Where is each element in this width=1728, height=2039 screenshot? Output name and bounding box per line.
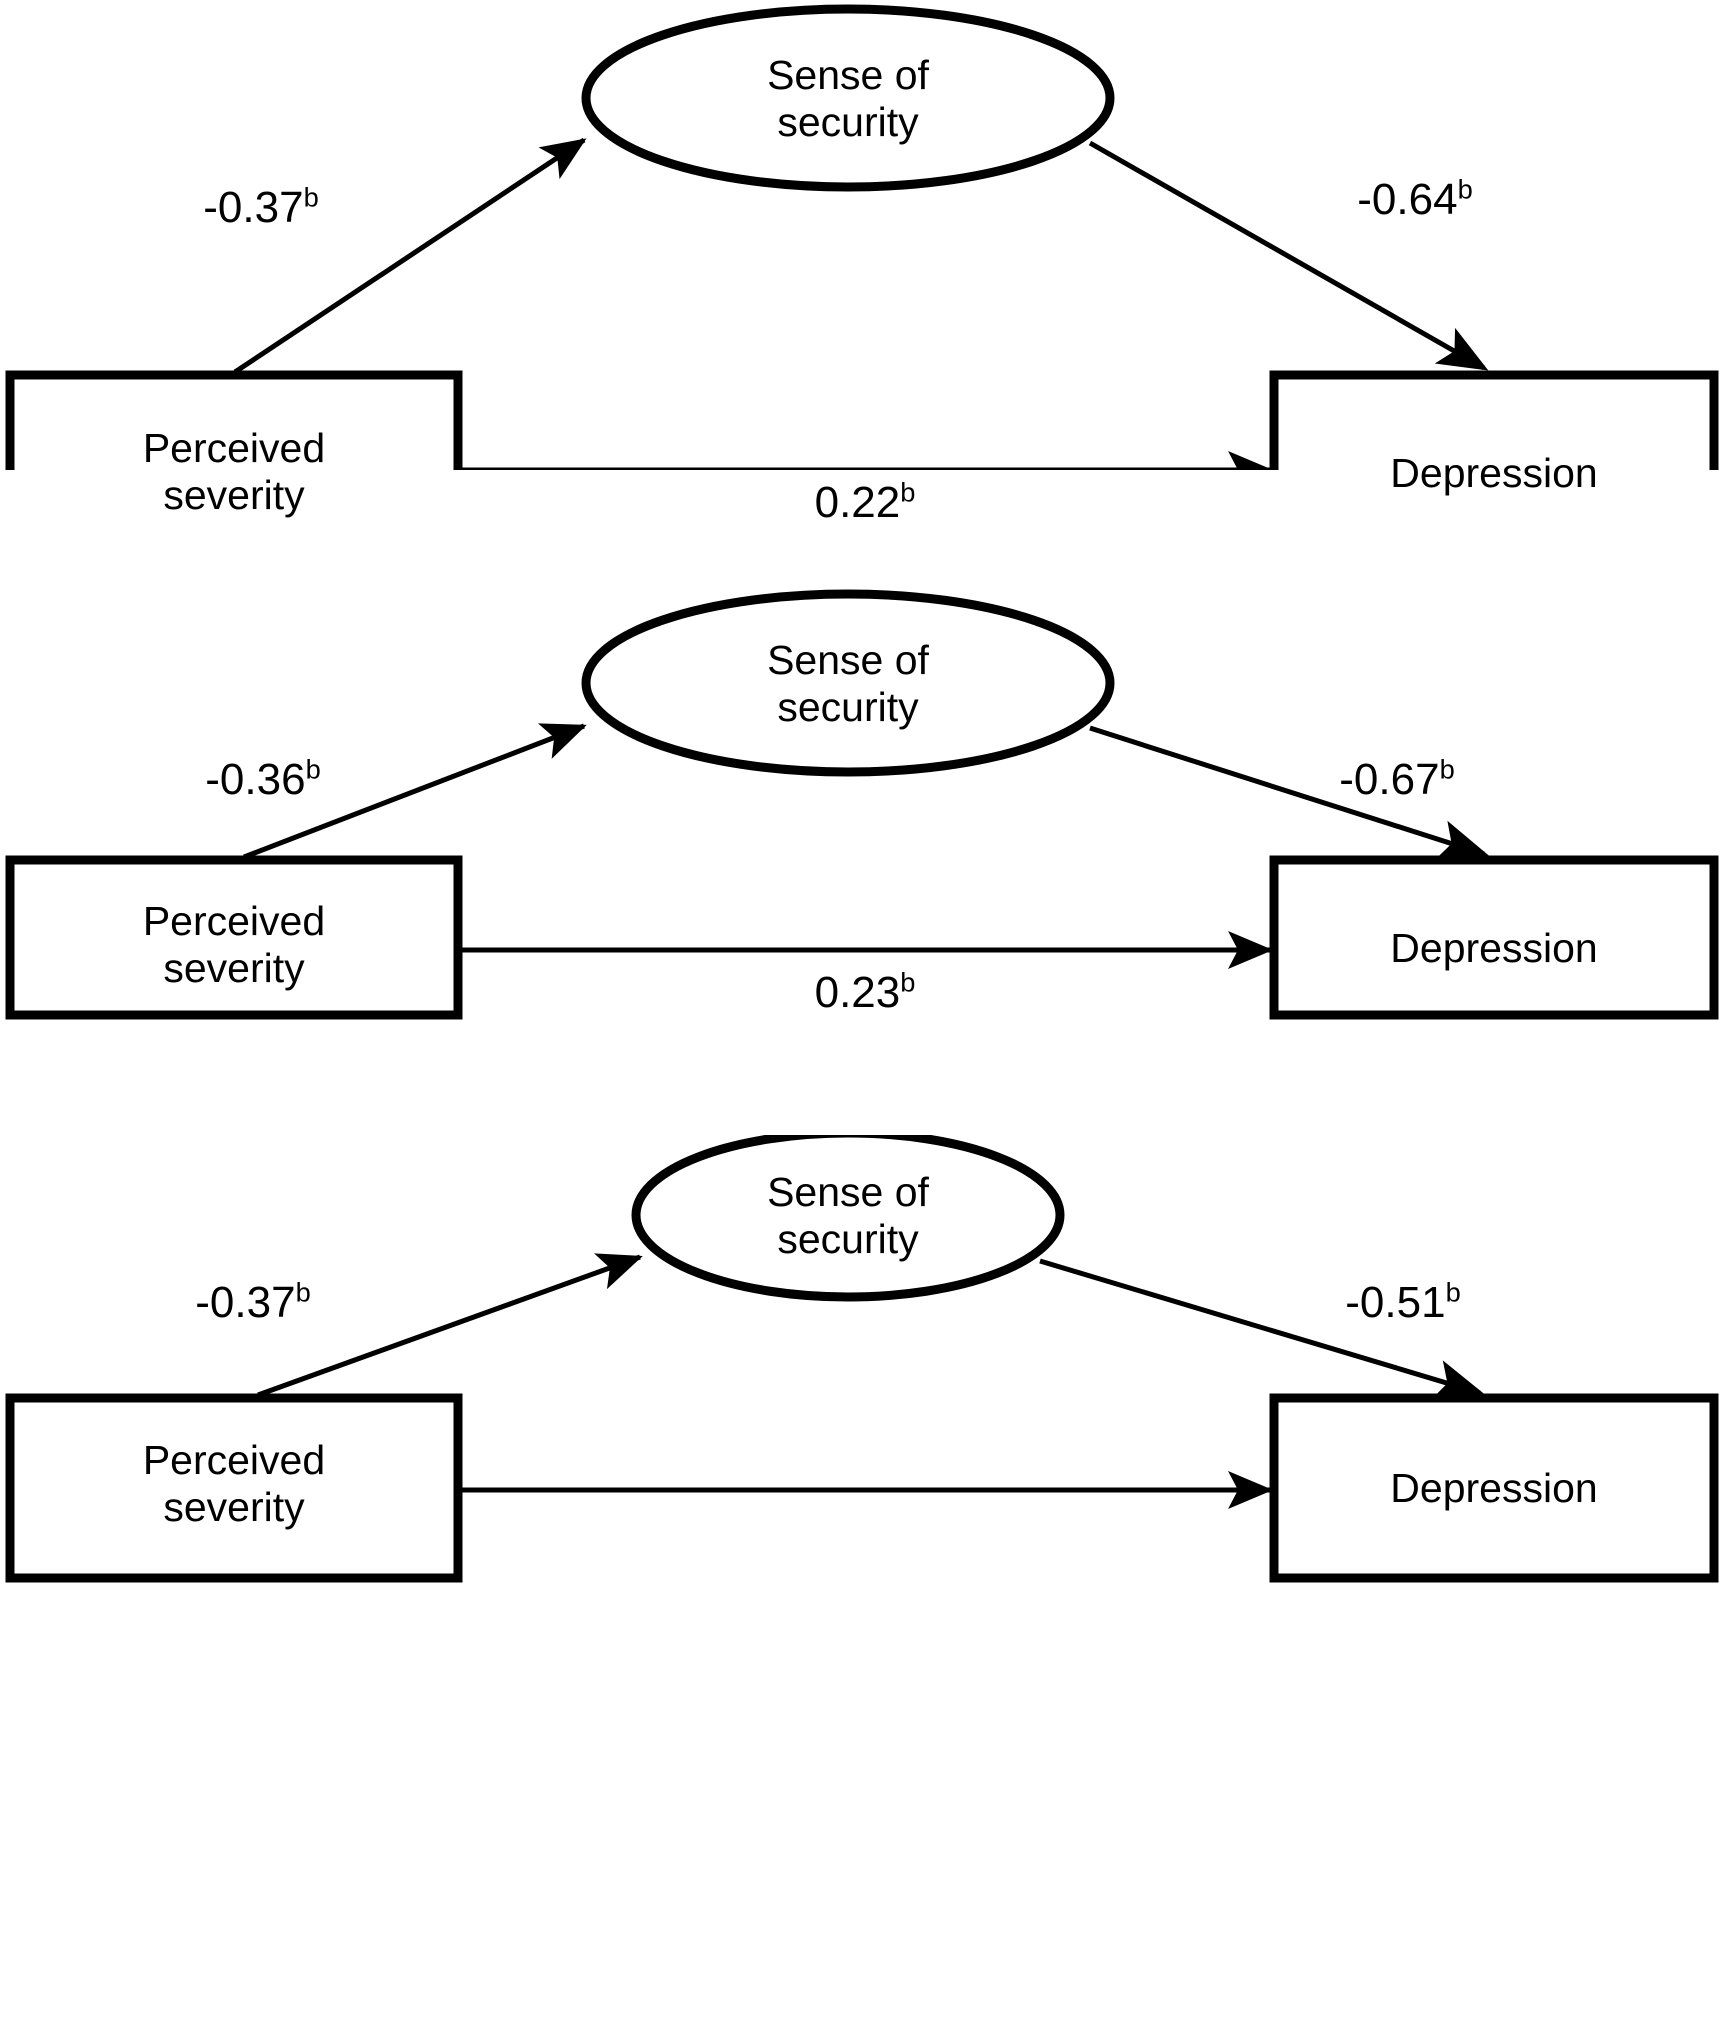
path-c-coefficient-value: 0.22 [814, 478, 901, 527]
path-c-coefficient: 0.22b [730, 478, 1000, 528]
node-predictor-shape [5, 370, 463, 470]
path-b-line [1089, 725, 1489, 860]
path-a-line [257, 1253, 643, 1398]
panel-1-graphics [5, 4, 1719, 470]
node-mediator-shape [581, 589, 1115, 777]
path-b-line [1039, 1258, 1485, 1400]
node-predictor-shape [5, 855, 463, 1020]
node-predictor-label-line2: severity [163, 471, 305, 518]
node-mediator-shape [631, 1135, 1065, 1302]
panel-2-graphics [5, 589, 1719, 1020]
node-outcome-shape [1269, 370, 1719, 470]
node-mediator-shape [581, 4, 1115, 192]
diagram-panel-1: Sense of security Perceived severity Dep… [0, 0, 1728, 527]
diagram-panel-3: Sense of security Perceived severity Dep… [0, 1135, 1728, 2039]
node-outcome-shape [1269, 855, 1719, 1020]
path-a-line [243, 723, 587, 860]
path-b-line [1088, 140, 1489, 371]
node-outcome-shape [1269, 1393, 1719, 1583]
diagram-panel-2: Sense of security Perceived severity Dep… [0, 580, 1728, 1030]
node-predictor-shape [5, 1393, 463, 1583]
panel-3-graphics [5, 1135, 1719, 1583]
path-a-line [233, 137, 587, 375]
path-c-significance-marker: b [900, 476, 916, 508]
